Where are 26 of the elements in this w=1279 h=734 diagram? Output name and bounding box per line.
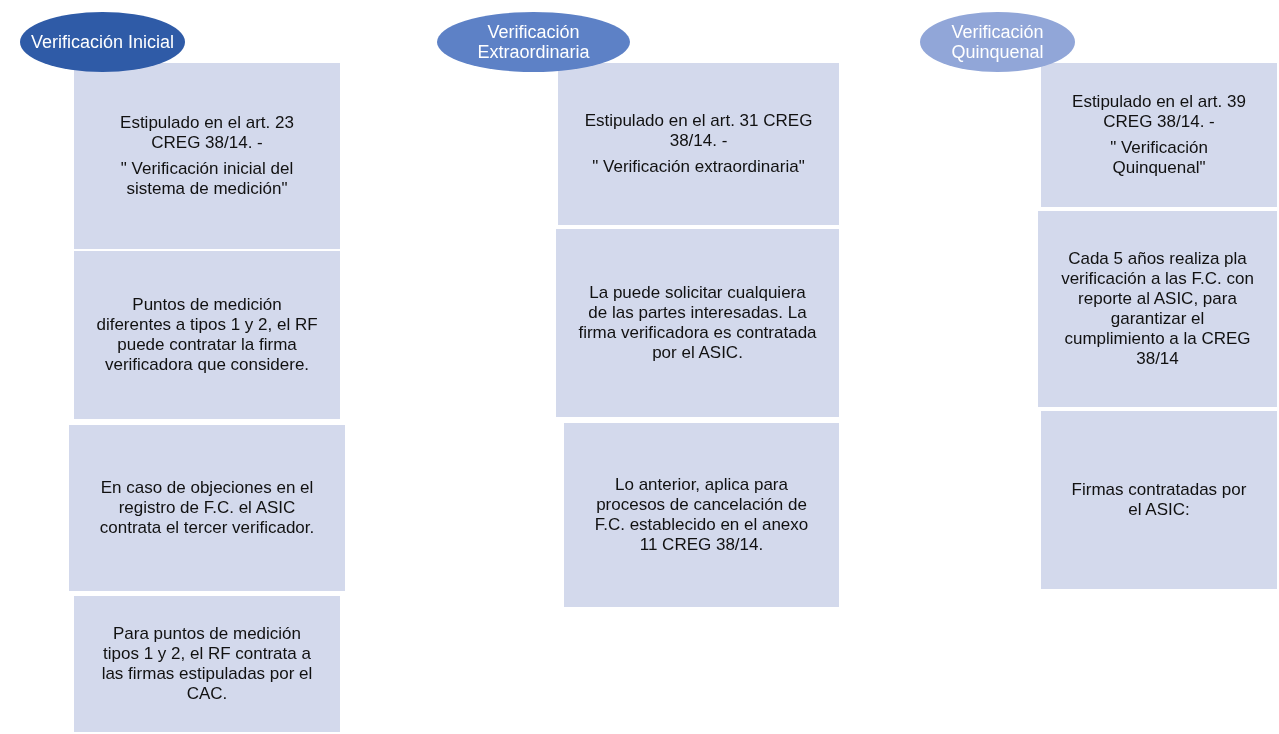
box-text: Lo anterior, aplica para procesos de cancelación de F.C. establecido en el anexo 11 CREG 38/14.: [593, 475, 810, 555]
text-box: [1037, 210, 1278, 408]
text-box: [555, 228, 840, 418]
text-box: [73, 62, 341, 250]
box-text: En caso de objeciones en el registro de F.C. el ASIC contrata el tercer verificador.: [98, 478, 316, 538]
heading-text: Verificación Quinquenal: [950, 22, 1045, 62]
box-text: Cada 5 años realiza pla verificación a las F.C. con reporte al ASIC, para garantizar el cumplimiento a la CREG 38/14: [1060, 249, 1255, 369]
box-text: Estipulado en el art. 39 CREG 38/14. -: [1071, 92, 1247, 132]
text-box: [557, 62, 840, 226]
text-box: [68, 424, 346, 592]
box-text: Puntos de medición diferentes a tipos 1 y 2, el RF puede contratar la firma verificadora que considere.: [96, 295, 318, 375]
box-text: Estipulado en el art. 31 CREG 38/14. -: [583, 111, 814, 151]
heading-text: Verificación Extraordinaria: [476, 22, 591, 62]
box-text: Estipulado en el art. 23 CREG 38/14. -: [119, 113, 295, 153]
box-text: " Verificación inicial del sistema de medición": [119, 159, 295, 199]
box-text: Firmas contratadas por el ASIC:: [1070, 480, 1248, 520]
text-box: [73, 595, 341, 733]
text-box: [1040, 410, 1278, 590]
box-text: Para puntos de medición tipos 1 y 2, el RF contrata a las firmas estipuladas por el CAC.: [100, 624, 314, 704]
text-box: [1040, 62, 1278, 208]
heading-text: Verificación Inicial: [30, 32, 175, 52]
box-text: " Verificación Quinquenal": [1109, 138, 1209, 178]
text-box: [73, 250, 341, 420]
box-text: " Verificación extraordinaria": [592, 157, 805, 177]
text-box: [563, 422, 840, 608]
box-text: La puede solicitar cualquiera de las partes interesadas. La firma verificadora es contratada por el ASIC.: [578, 283, 817, 363]
